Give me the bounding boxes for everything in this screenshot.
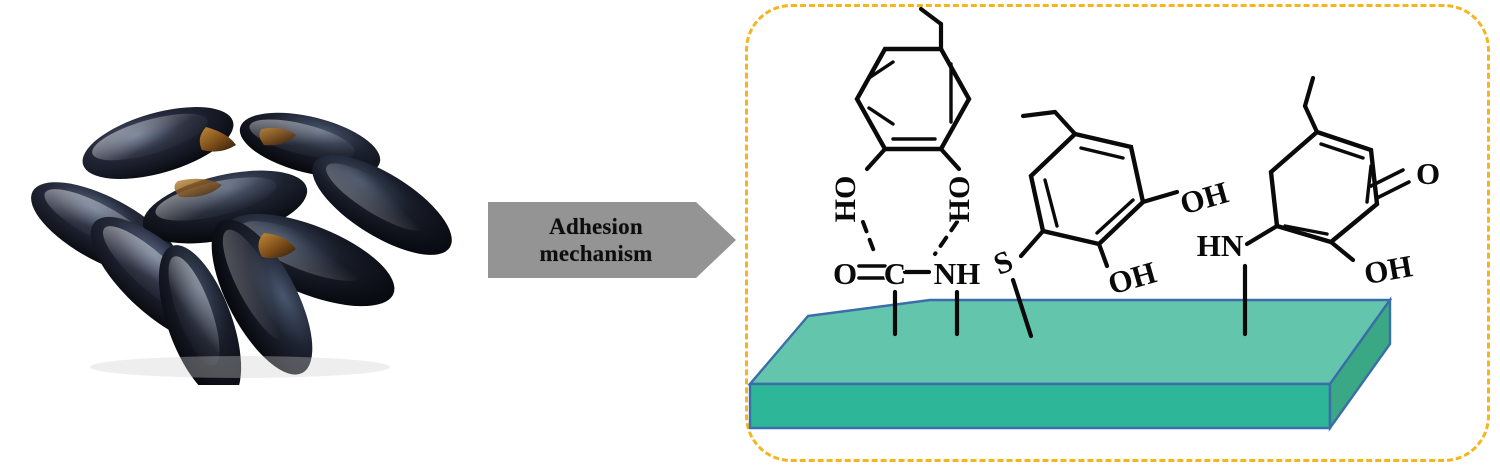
substrate-block bbox=[747, 296, 1393, 432]
adhesion-mechanism-arrow: Adhesion mechanism bbox=[488, 197, 738, 283]
arrow-shape bbox=[488, 202, 736, 278]
label-o-carbonyl: O bbox=[833, 256, 857, 291]
ring3-double-3 bbox=[1365, 164, 1373, 204]
ring3-double-2 bbox=[1283, 224, 1329, 236]
ring1-c-to-ho-right bbox=[938, 146, 962, 172]
structure-quinone-amine bbox=[1242, 75, 1411, 337]
dashed-panel-border bbox=[745, 4, 1490, 462]
quinone-co-double-a bbox=[1375, 180, 1411, 200]
label-oh-mid-upper: OH bbox=[1176, 174, 1232, 221]
label-ho-right: HO bbox=[943, 176, 976, 223]
label-oh-mid-lower: OH bbox=[1104, 254, 1160, 301]
substrate-front-face bbox=[748, 382, 1332, 430]
ring2-double-2 bbox=[1079, 146, 1125, 160]
ring3-ethyl-b bbox=[1302, 75, 1316, 109]
ring2-c-to-oh-upper bbox=[1140, 189, 1180, 205]
adhesion-scheme: HO HO O C NH bbox=[745, 4, 1490, 462]
ring3-c-to-oh bbox=[1328, 239, 1356, 263]
hydrogen-bond-right bbox=[933, 220, 959, 256]
label-ho-left: HO bbox=[829, 176, 862, 223]
ring3-c-to-n bbox=[1244, 223, 1280, 247]
label-nh-amide: NH bbox=[934, 256, 981, 291]
structure-catechol-hydrogen-bond bbox=[854, 6, 972, 337]
ring2-c-to-s bbox=[1018, 228, 1046, 259]
ring2-ethyl-a bbox=[1052, 109, 1078, 137]
label-c-carbonyl: C bbox=[884, 256, 906, 291]
hydrogen-bond-left bbox=[861, 220, 877, 256]
ring2-double-1 bbox=[1043, 178, 1059, 228]
ring1-c-to-ho-left bbox=[864, 146, 888, 172]
arrow-label-line2: mechanism bbox=[539, 241, 653, 266]
ring3-ethyl-a bbox=[1302, 103, 1320, 135]
ring1-double-2 bbox=[867, 106, 895, 126]
arrow-label: Adhesion mechanism bbox=[488, 197, 704, 283]
ring1-ethyl-b bbox=[918, 6, 944, 27]
substrate-side-face bbox=[1328, 296, 1392, 432]
ring2-double-3 bbox=[1095, 198, 1135, 235]
s-to-surface-bond bbox=[1010, 277, 1034, 339]
ring3-double-1 bbox=[1319, 142, 1365, 160]
label-o-quinone: O bbox=[1416, 156, 1440, 191]
ring2-ethyl-b bbox=[1020, 109, 1058, 119]
arrow-label-line1: Adhesion bbox=[549, 213, 643, 239]
label-oh-quinone: OH bbox=[1361, 248, 1415, 291]
ring1-double-1 bbox=[867, 60, 895, 80]
ring2-c-to-oh-lower bbox=[1096, 241, 1110, 269]
label-s-thiol: S bbox=[989, 243, 1018, 282]
substrate-top-face bbox=[747, 298, 1393, 386]
mussel-cluster-photograph bbox=[10, 85, 470, 385]
structure-catechol-thiol bbox=[1010, 109, 1180, 339]
quinone-co-double-b bbox=[1369, 168, 1405, 188]
label-hn-amine: HN bbox=[1197, 228, 1244, 263]
